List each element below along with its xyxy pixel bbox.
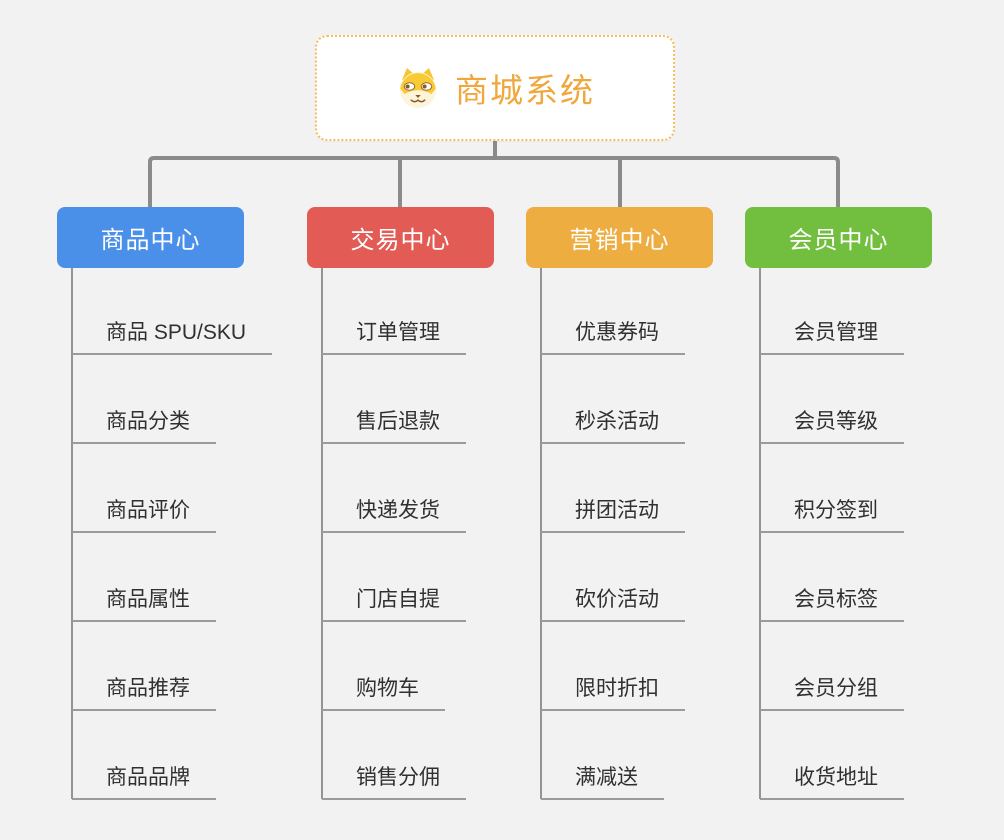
leaf-node[interactable]: 快递发货 (322, 444, 572, 533)
leaf-node[interactable]: 订单管理 (322, 266, 572, 355)
leaf-label: 商品推荐 (72, 672, 216, 711)
leaf-label: 订单管理 (322, 316, 466, 355)
branch-items-member-center: 会员管理 会员等级 积分签到 会员标签 会员分组 收货地址 (760, 266, 1004, 800)
leaf-node[interactable]: 售后退款 (322, 355, 572, 444)
branch-items-marketing-center: 优惠券码 秒杀活动 拼团活动 砍价活动 限时折扣 满减送 (541, 266, 791, 800)
leaf-node[interactable]: 商品评价 (72, 444, 322, 533)
leaf-label: 砍价活动 (541, 583, 685, 622)
leaf-label: 商品品牌 (72, 761, 216, 800)
branch-items-product-center: 商品 SPU/SKU 商品分类 商品评价 商品属性 商品推荐 商品品牌 (72, 266, 322, 800)
leaf-node[interactable]: 购物车 (322, 622, 572, 711)
leaf-node[interactable]: 会员分组 (760, 622, 1004, 711)
leaf-label: 门店自提 (322, 583, 466, 622)
leaf-label: 会员分组 (760, 672, 904, 711)
leaf-node[interactable]: 商品属性 (72, 533, 322, 622)
leaf-node[interactable]: 会员管理 (760, 266, 1004, 355)
leaf-label: 快递发货 (322, 494, 466, 533)
branch-items-trade-center: 订单管理 售后退款 快递发货 门店自提 购物车 销售分佣 (322, 266, 572, 800)
leaf-label: 售后退款 (322, 405, 466, 444)
leaf-node[interactable]: 拼团活动 (541, 444, 791, 533)
branch-node-product-center[interactable]: 商品中心 (57, 207, 244, 268)
leaf-node[interactable]: 商品分类 (72, 355, 322, 444)
leaf-label: 会员标签 (760, 583, 904, 622)
leaf-label: 商品分类 (72, 405, 216, 444)
leaf-label: 优惠券码 (541, 316, 685, 355)
leaf-label: 会员管理 (760, 316, 904, 355)
leaf-node[interactable]: 秒杀活动 (541, 355, 791, 444)
leaf-label: 拼团活动 (541, 494, 685, 533)
leaf-label: 收货地址 (760, 761, 904, 800)
leaf-label: 商品 SPU/SKU (72, 316, 273, 355)
leaf-node[interactable]: 商品 SPU/SKU (72, 266, 322, 355)
leaf-node[interactable]: 优惠券码 (541, 266, 791, 355)
leaf-node[interactable]: 会员标签 (760, 533, 1004, 622)
leaf-label: 秒杀活动 (541, 405, 685, 444)
leaf-label: 销售分佣 (322, 761, 466, 800)
root-title: 商城系统 (455, 72, 595, 109)
leaf-label: 商品评价 (72, 494, 216, 533)
leaf-node[interactable]: 门店自提 (322, 533, 572, 622)
branch-bus-line (148, 156, 840, 207)
leaf-node[interactable]: 收货地址 (760, 711, 1004, 800)
leaf-label: 限时折扣 (541, 672, 685, 711)
branch-node-member-center[interactable]: 会员中心 (745, 207, 932, 268)
leaf-label: 满减送 (541, 761, 664, 800)
root-node[interactable]: 商城系统 (315, 35, 675, 141)
leaf-label: 商品属性 (72, 583, 216, 622)
leaf-label: 购物车 (322, 672, 445, 711)
leaf-node[interactable]: 销售分佣 (322, 711, 572, 800)
leaf-node[interactable]: 砍价活动 (541, 533, 791, 622)
leaf-label: 会员等级 (760, 405, 904, 444)
leaf-node[interactable]: 满减送 (541, 711, 791, 800)
branch-node-marketing-center[interactable]: 营销中心 (526, 207, 713, 268)
leaf-node[interactable]: 限时折扣 (541, 622, 791, 711)
leaf-node[interactable]: 积分签到 (760, 444, 1004, 533)
leaf-node[interactable]: 会员等级 (760, 355, 1004, 444)
leaf-label: 积分签到 (760, 494, 904, 533)
shiba-dog-icon (395, 67, 441, 109)
leaf-node[interactable]: 商品品牌 (72, 711, 322, 800)
branch-node-trade-center[interactable]: 交易中心 (307, 207, 494, 268)
leaf-node[interactable]: 商品推荐 (72, 622, 322, 711)
